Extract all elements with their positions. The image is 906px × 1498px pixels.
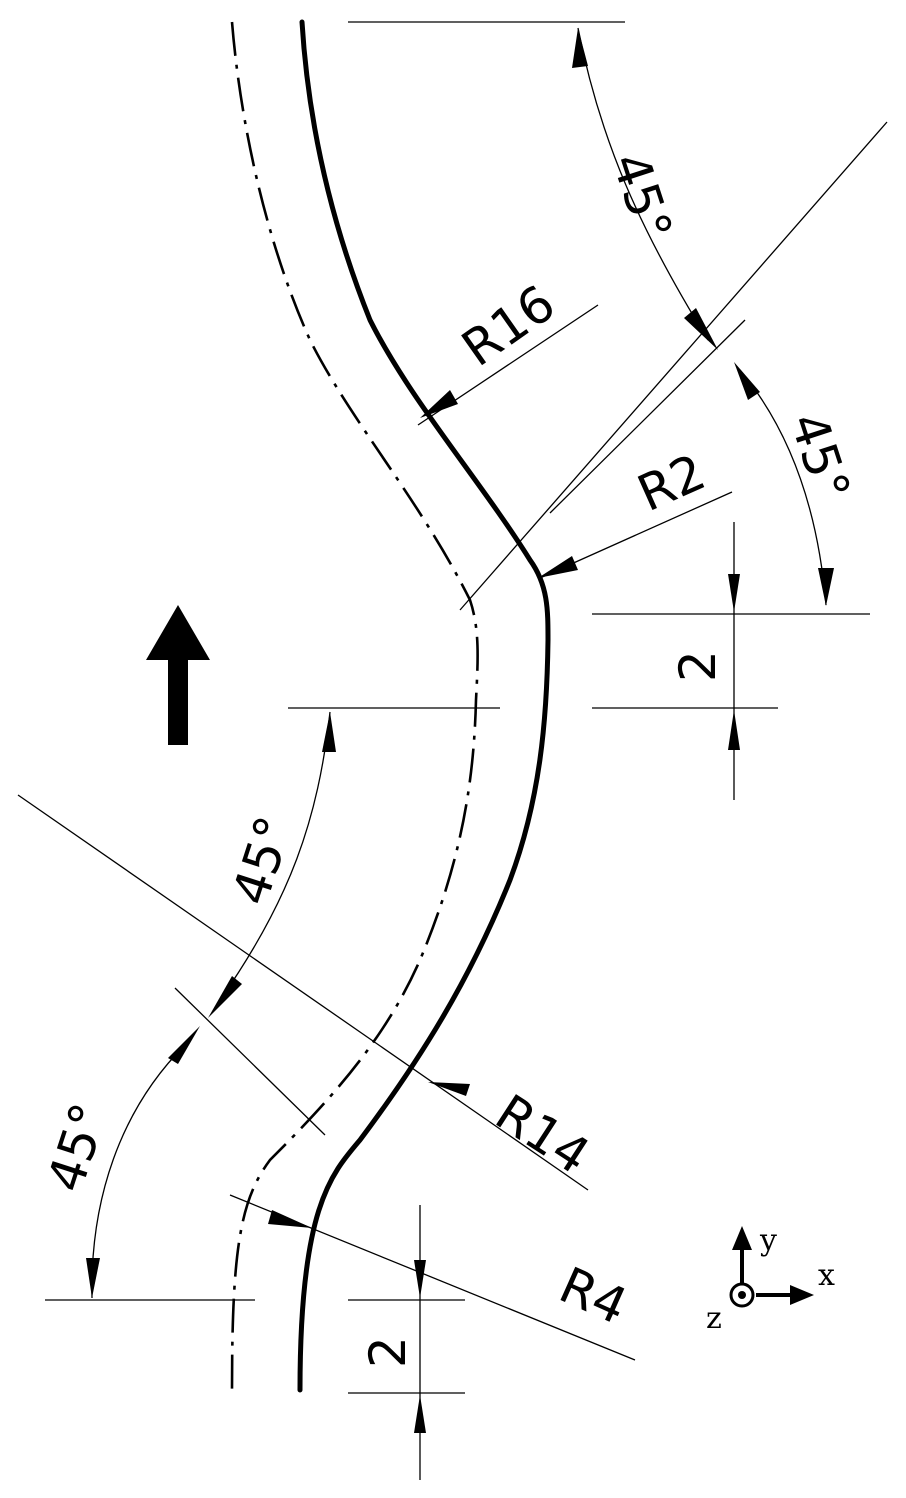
dim-lower-angle-bottom: 45° <box>36 1096 119 1198</box>
dim-lower-radius-small: R4 <box>551 1256 635 1336</box>
coordinate-axes: y x z <box>706 1223 835 1336</box>
dim-lower-radius-large: R14 <box>485 1083 599 1185</box>
dim-upper-offset: 2 <box>669 650 727 682</box>
dim-upper-angle-bottom: 45° <box>779 406 862 508</box>
dim-upper-radius-large: R16 <box>452 274 566 378</box>
axis-label-z: z <box>706 1301 722 1336</box>
dim-lower-angle-top: 45° <box>221 809 304 911</box>
dim-upper-radius-small: R2 <box>629 443 713 523</box>
direction-arrow-icon <box>146 605 210 745</box>
axis-label-y: y <box>759 1223 777 1258</box>
profile-solid-line <box>297 19 551 1393</box>
dim-upper-angle-top: 45° <box>601 146 684 248</box>
profile-centerline <box>230 21 479 1391</box>
axis-label-x: x <box>818 1258 835 1293</box>
dim-lower-offset: 2 <box>359 1336 417 1368</box>
